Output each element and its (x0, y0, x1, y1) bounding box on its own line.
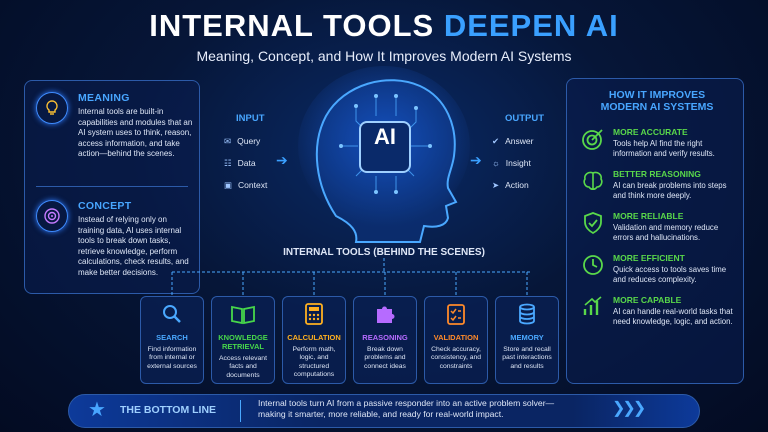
tool-reasoning: REASONING Break down problems and connec… (353, 296, 417, 384)
target-concept-icon (36, 200, 68, 232)
rocket-icon: ➤ (492, 179, 500, 190)
meaning-heading: MEANING (78, 92, 130, 104)
improve-text: Validation and memory reduce errors and … (613, 223, 719, 242)
tool-name: VALIDATION (433, 333, 479, 342)
improve-title: BETTER REASONING (613, 169, 701, 179)
input-item-data: ☷Data (224, 157, 256, 169)
tool-desc: Store and recall past interactions and r… (502, 346, 552, 370)
chat-bubble-icon: ✉ (224, 135, 232, 146)
improve-item: MORE RELIABLE Validation and memory reduc… (581, 211, 733, 243)
page-subtitle: Meaning, Concept, and How It Improves Mo… (196, 48, 572, 64)
star-icon: ★ (88, 399, 106, 421)
lightbulb-small-icon: ☼ (492, 158, 500, 168)
output-item-insight: ☼Insight (492, 158, 531, 168)
tool-desc: Find information from internal or extern… (147, 346, 197, 370)
book-icon (231, 305, 255, 325)
tool-name: KNOWLEDGE RETRIEVAL (218, 333, 268, 351)
shield-icon (584, 212, 602, 235)
bottom-line-heading: THE BOTTOM LINE (120, 404, 217, 416)
improve-text: Tools help AI find the right information… (613, 139, 715, 158)
improve-item: MORE ACCURATE Tools help AI find the righ… (581, 127, 733, 159)
concept-text: Instead of relying only on training data… (78, 215, 189, 277)
ai-head-illustration (298, 66, 470, 243)
target-icon (582, 129, 603, 150)
input-list: ✉Query ☷Data ▣Context (224, 130, 267, 196)
check-circle-icon: ✔ (492, 135, 500, 146)
magnifier-icon (163, 305, 181, 323)
tools-row: SEARCH Find information from internal or… (140, 296, 559, 384)
improves-heading: HOW IT IMPROVES MODERN AI SYSTEMS (600, 89, 714, 113)
tool-validation: VALIDATION Check accuracy, consistency, … (424, 296, 488, 384)
chevrons-right-icon: ❯❯❯ (612, 400, 646, 417)
tool-memory: MEMORY Store and recall past interaction… (495, 296, 559, 384)
improve-title: MORE RELIABLE (613, 211, 684, 221)
output-item-answer: ✔Answer (492, 135, 534, 147)
tool-desc: Check accuracy, consistency, and constra… (430, 346, 482, 370)
calculator-icon (305, 303, 323, 325)
tool-name: REASONING (362, 333, 408, 342)
input-heading: INPUT (236, 113, 265, 124)
tool-desc: Perform math, logic, and structured comp… (292, 346, 336, 378)
concept-heading: CONCEPT (78, 200, 132, 212)
puzzle-icon (377, 306, 395, 323)
panel-divider (36, 186, 188, 187)
output-item-action: ➤Action (492, 179, 529, 191)
tool-search: SEARCH Find information from internal or… (140, 296, 204, 384)
improve-title: MORE CAPABLE (613, 295, 682, 305)
improve-title: MORE ACCURATE (613, 127, 688, 137)
growth-chart-icon (583, 296, 602, 315)
tool-name: CALCULATION (287, 333, 341, 342)
lightbulb-icon (36, 92, 68, 124)
output-heading: OUTPUT (505, 113, 545, 124)
improve-item: MORE CAPABLE AI can handle real-world tas… (581, 295, 733, 327)
brain-icon (583, 171, 603, 191)
improve-text: AI can handle real-world tasks that need… (613, 307, 733, 326)
improve-item: MORE EFFICIENT Quick access to tools save… (581, 253, 733, 285)
tool-name: MEMORY (510, 333, 544, 342)
input-item-query: ✉Query (224, 135, 261, 147)
tool-desc: Access relevant facts and documents (219, 355, 267, 379)
meaning-text: Internal tools are built-in capabilities… (78, 107, 193, 158)
bottom-divider (240, 400, 241, 422)
clock-icon (583, 255, 603, 275)
bottom-line-text: Internal tools turn AI from a passive re… (258, 398, 555, 419)
tool-calculation: CALCULATION Perform math, logic, and str… (282, 296, 346, 384)
bottom-line-bar (68, 394, 700, 428)
output-arrow: ➔ (470, 152, 482, 168)
improve-item: BETTER REASONING AI can break problems in… (581, 169, 733, 201)
tools-connectors (171, 258, 530, 296)
improve-title: MORE EFFICIENT (613, 253, 685, 263)
document-icon: ☷ (224, 157, 232, 168)
input-arrow: ➔ (276, 152, 288, 168)
image-icon: ▣ (224, 179, 233, 190)
input-item-context: ▣Context (224, 179, 268, 191)
tool-knowledge-retrieval: KNOWLEDGE RETRIEVAL Access relevant fact… (211, 296, 275, 384)
tools-heading: INTERNAL TOOLS (BEHIND THE SCENES) (283, 247, 485, 258)
improve-text: Quick access to tools saves time and red… (613, 265, 727, 284)
database-icon (519, 303, 535, 325)
ai-chip-label: AI (374, 124, 396, 149)
right-panel: HOW IT IMPROVES MODERN AI SYSTEMS MORE A… (566, 78, 744, 384)
improve-text: AI can break problems into steps and thi… (613, 181, 727, 200)
page-title: INTERNAL TOOLS DEEPEN AI (0, 8, 768, 44)
checklist-icon (447, 304, 465, 325)
output-list: ✔Answer ☼Insight ➤Action (492, 130, 533, 196)
title-part-2: DEEPEN AI (443, 8, 619, 43)
tool-desc: Break down problems and connect ideas (364, 346, 406, 370)
title-part-1: INTERNAL TOOLS (149, 8, 444, 43)
tool-name: SEARCH (156, 333, 188, 342)
